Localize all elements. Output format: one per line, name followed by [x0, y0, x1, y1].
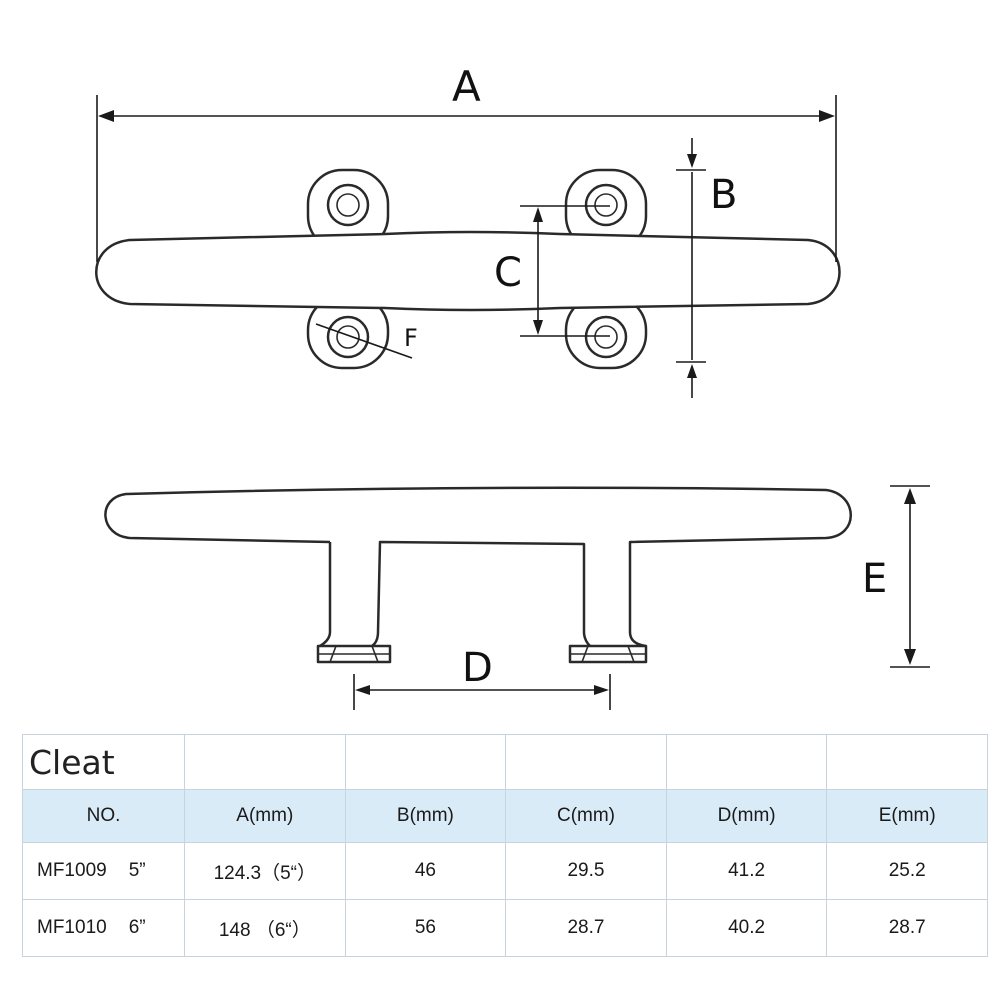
dimension-e: E: [862, 485, 930, 668]
header-e: E(mm): [826, 789, 988, 843]
table-title: Cleat: [22, 734, 185, 790]
cell-d: 40.2: [665, 899, 828, 957]
cell-model: MF1010 6”: [22, 899, 185, 957]
cell-d: 41.2: [665, 842, 828, 900]
empty-cell: [184, 734, 346, 790]
cleat-horn-side: [104, 486, 852, 648]
cell-a: 124.3（5“）: [184, 842, 346, 900]
specification-table: Cleat NO. A(mm) B(mm) C(mm) D(mm) E(mm) …: [22, 734, 988, 957]
cell-a: 148 （6“）: [184, 899, 346, 957]
cell-c: 28.7: [505, 899, 667, 957]
dimension-label-a: A: [452, 62, 481, 111]
cell-b: 46: [344, 842, 507, 900]
dimension-a: A: [96, 62, 837, 262]
cleat-technical-drawing: F A B C: [95, 62, 930, 710]
cleat-side-view: [104, 486, 852, 664]
table-header-row: NO. A(mm) B(mm) C(mm) D(mm) E(mm): [22, 789, 988, 843]
bolt-hole-bottom-right: [584, 315, 628, 359]
cleat-horn-top: [95, 230, 841, 312]
empty-cell: [344, 734, 507, 790]
cell-b: 56: [344, 899, 507, 957]
cleat-top-view: F: [95, 168, 841, 370]
table-title-row: Cleat: [22, 734, 988, 790]
header-c: C(mm): [505, 789, 667, 843]
dimension-label-f: F: [404, 324, 418, 352]
model-size: 5”: [128, 860, 146, 881]
dimension-f-leader: [315, 323, 413, 359]
empty-cell: [826, 734, 988, 790]
header-d: D(mm): [665, 789, 828, 843]
dimension-b: B: [676, 138, 737, 398]
cell-c: 29.5: [505, 842, 667, 900]
bolt-hole-top-left: [326, 183, 370, 227]
dimension-label-c: C: [494, 250, 522, 296]
table-row: MF1010 6” 148 （6“） 56 28.7 40.2 28.7: [22, 899, 988, 957]
empty-cell: [665, 734, 828, 790]
model-size: 6”: [128, 917, 146, 938]
base-plate-right: [568, 644, 648, 664]
cell-e: 28.7: [826, 899, 988, 957]
dimension-c: C: [494, 205, 610, 337]
dimension-d: D: [353, 645, 611, 710]
dimension-label-d: D: [462, 645, 493, 691]
cell-e: 25.2: [826, 842, 988, 900]
header-b: B(mm): [344, 789, 507, 843]
dimension-label-b: B: [710, 172, 737, 218]
cell-model: MF1009 5”: [22, 842, 185, 900]
model-number: MF1010: [37, 917, 107, 938]
base-plate-left: [316, 644, 392, 664]
bolt-hole-bottom-left: [326, 315, 370, 359]
dimension-label-e: E: [862, 556, 887, 602]
bolt-hole-top-right: [584, 183, 628, 227]
empty-cell: [505, 734, 667, 790]
table-row: MF1009 5” 124.3（5“） 46 29.5 41.2 25.2: [22, 842, 988, 900]
header-no: NO.: [22, 789, 185, 843]
header-a: A(mm): [184, 789, 346, 843]
model-number: MF1009: [37, 860, 107, 881]
